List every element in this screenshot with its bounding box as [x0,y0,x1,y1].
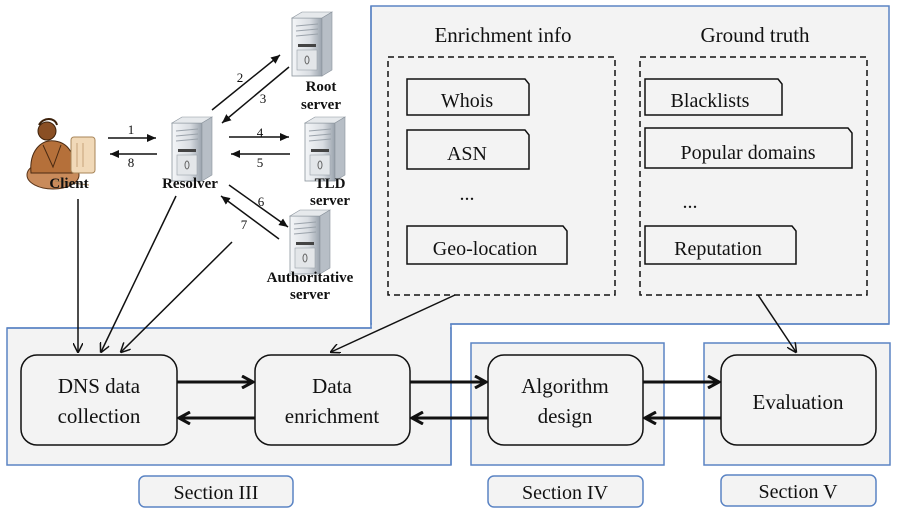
step-5-label: 5 [257,155,264,170]
authoritative-server-label-line2: server [290,287,330,303]
client-icon [26,118,96,190]
svg-text:Section IV: Section IV [522,482,609,504]
svg-text:Reputation: Reputation [674,238,762,260]
ground-truth-item-reputation: Reputation [644,225,797,265]
arrow-step-2 [211,54,281,111]
arrow-step-6 [228,184,289,228]
arrow-step-3 [221,66,290,124]
svg-text:Blacklists: Blacklists [671,90,750,112]
svg-text:Evaluation: Evaluation [753,390,844,414]
authoritative-server-icon [289,209,331,275]
svg-text:DNS data: DNS data [58,374,141,398]
arrow-ground-truth-to-evaluation [757,294,796,352]
tld-server-label-line2: server [310,193,350,209]
ground-truth-title: Ground truth [700,23,810,47]
enrichment-item-asn: ASN [406,129,530,170]
root-server-icon [291,11,333,77]
stage-data-enrichment: Data enrichment [254,354,411,446]
stage-algorithm-design: Algorithm design [487,354,644,446]
svg-text:Data: Data [312,374,352,398]
collection-input-arrows [78,195,796,352]
arrow-enrichment-to-data-enrichment [331,294,456,352]
ground-truth-group [639,56,868,296]
authoritative-server-label-line1: Authoritative [267,270,354,286]
enrichment-item-whois: Whois [406,78,530,116]
svg-text:enrichment: enrichment [285,404,380,428]
section-iv-label: Section IV [487,475,644,508]
ground-truth-item-blacklists: Blacklists [644,78,783,116]
stage-dns-data-collection: DNS data collection [20,354,178,446]
svg-text:design: design [538,404,593,428]
ground-truth-ellipsis: ... [683,191,698,213]
dns-step-labels: 1 2 3 4 5 6 7 8 [128,70,267,232]
resolver-label: Resolver [162,176,218,192]
step-2-label: 2 [237,70,244,85]
tld-server-icon [304,116,346,182]
enrichment-info-title: Enrichment info [434,23,571,47]
svg-text:Section V: Section V [758,481,838,503]
section-iii-label: Section III [138,475,294,508]
svg-text:Whois: Whois [441,90,493,112]
section-v-label: Section V [720,474,877,507]
dns-step-arrows [108,54,290,240]
svg-text:collection: collection [58,404,141,428]
arrow-authoritative-to-collection [121,241,233,352]
pipeline-arrows [177,382,721,418]
svg-text:Popular domains: Popular domains [681,142,816,164]
svg-text:Section III: Section III [174,482,259,504]
stage-evaluation: Evaluation [720,354,877,446]
enrichment-ellipsis: ... [460,183,475,205]
step-6-label: 6 [258,194,265,209]
client-label: Client [49,176,88,192]
svg-text:Algorithm: Algorithm [521,374,609,398]
root-server-label-line1: Root [306,79,337,95]
arrow-resolver-to-collection [101,195,177,352]
svg-text:Geo-location: Geo-location [433,238,537,260]
root-server-label-line2: server [301,97,341,113]
tld-server-label-line1: TLD [315,176,346,192]
step-4-label: 4 [257,125,264,140]
resolver-server-icon [171,116,213,182]
step-3-label: 3 [260,91,267,106]
step-7-label: 7 [241,217,248,232]
ground-truth-item-popular-domains: Popular domains [644,127,853,169]
step-1-label: 1 [128,122,135,137]
arrow-step-7 [220,195,280,240]
enrichment-info-group [387,56,616,296]
step-8-label: 8 [128,155,135,170]
svg-text:ASN: ASN [447,143,487,165]
enrichment-item-geo-location: Geo-location [406,225,568,265]
